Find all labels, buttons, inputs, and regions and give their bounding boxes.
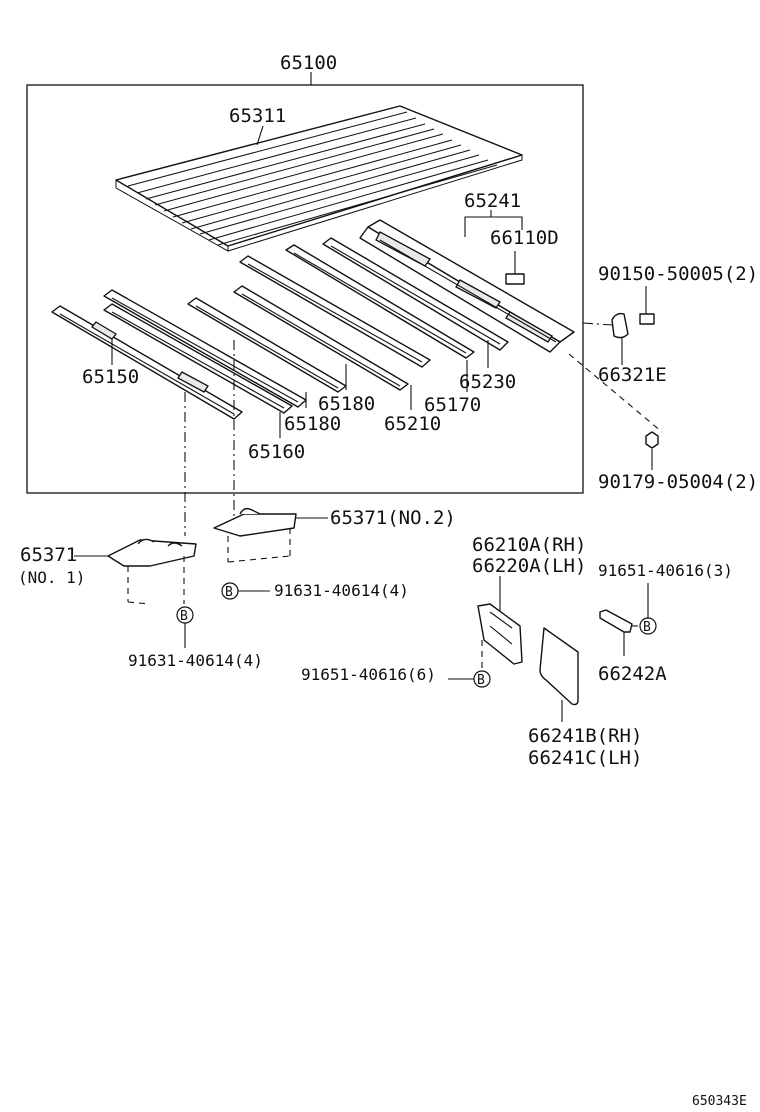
callout-65160: 65160 [248, 441, 305, 463]
callout-66110D: 66110D [490, 227, 559, 249]
callout-66242A: 66242A [598, 663, 667, 685]
stay-66242A [599, 609, 633, 633]
callout-90150: 90150-50005(2) [598, 263, 758, 285]
stopper-66321E [611, 312, 629, 339]
callout-91631-upper: 91631-40614(4) [274, 581, 409, 600]
callout-66241B: 66241B(RH) [528, 725, 642, 747]
callout-65371-no2: 65371(NO.2) [330, 507, 456, 529]
callout-66321E: 66321E [598, 364, 667, 386]
bracket-65371-no2 [213, 507, 297, 563]
callout-65371: 65371 [20, 544, 77, 566]
callout-90179: 90179-05004(2) [598, 471, 758, 493]
nut-90179 [645, 431, 659, 449]
bolt-marker-b1-label: B [225, 585, 233, 600]
bolt-marker-b3-label: B [643, 620, 651, 635]
callout-65230: 65230 [459, 371, 516, 393]
callout-65100: 65100 [280, 52, 337, 74]
callout-91651-lower: 91651-40616(6) [301, 665, 436, 684]
bracket-65371-no1 [107, 538, 197, 605]
callout-65170: 65170 [424, 394, 481, 416]
mudguard [539, 627, 579, 706]
figure-code: 650343E [692, 1094, 747, 1109]
callout-65180-upper: 65180 [318, 393, 375, 415]
bolt-marker-b3 [639, 617, 657, 635]
assembly-frame [26, 84, 584, 494]
bolt-marker-b4-label: B [477, 673, 485, 688]
callout-65210: 65210 [384, 413, 441, 435]
callout-65371-no1: (NO. 1) [18, 568, 85, 587]
bolt-marker-b2-label: B [180, 609, 188, 624]
sill-65230 [285, 244, 475, 359]
sill-65210 [233, 285, 409, 391]
callout-65241: 65241 [464, 190, 521, 212]
callout-66210A: 66210A(RH) [472, 534, 586, 556]
sill-65170 [239, 255, 431, 368]
mudguard-bracket [477, 603, 523, 665]
callout-65150: 65150 [82, 366, 139, 388]
sill-65160 [103, 303, 293, 414]
bolt-marker-b4 [473, 670, 491, 688]
front-rail [359, 219, 575, 353]
sill-65150 [51, 305, 243, 420]
callout-65180-lower: 65180 [284, 413, 341, 435]
callout-91631-lower: 91631-40614(4) [128, 651, 263, 670]
clip-66110D [505, 273, 525, 285]
floor-panel [115, 105, 523, 252]
bolt-90150 [639, 286, 655, 325]
callout-66241C: 66241C(LH) [528, 747, 642, 769]
callout-91651-upper: 91651-40616(3) [598, 561, 733, 580]
front-rail-inner [322, 237, 509, 351]
callout-65311: 65311 [229, 105, 286, 127]
callout-66220A: 66220A(LH) [472, 555, 586, 577]
